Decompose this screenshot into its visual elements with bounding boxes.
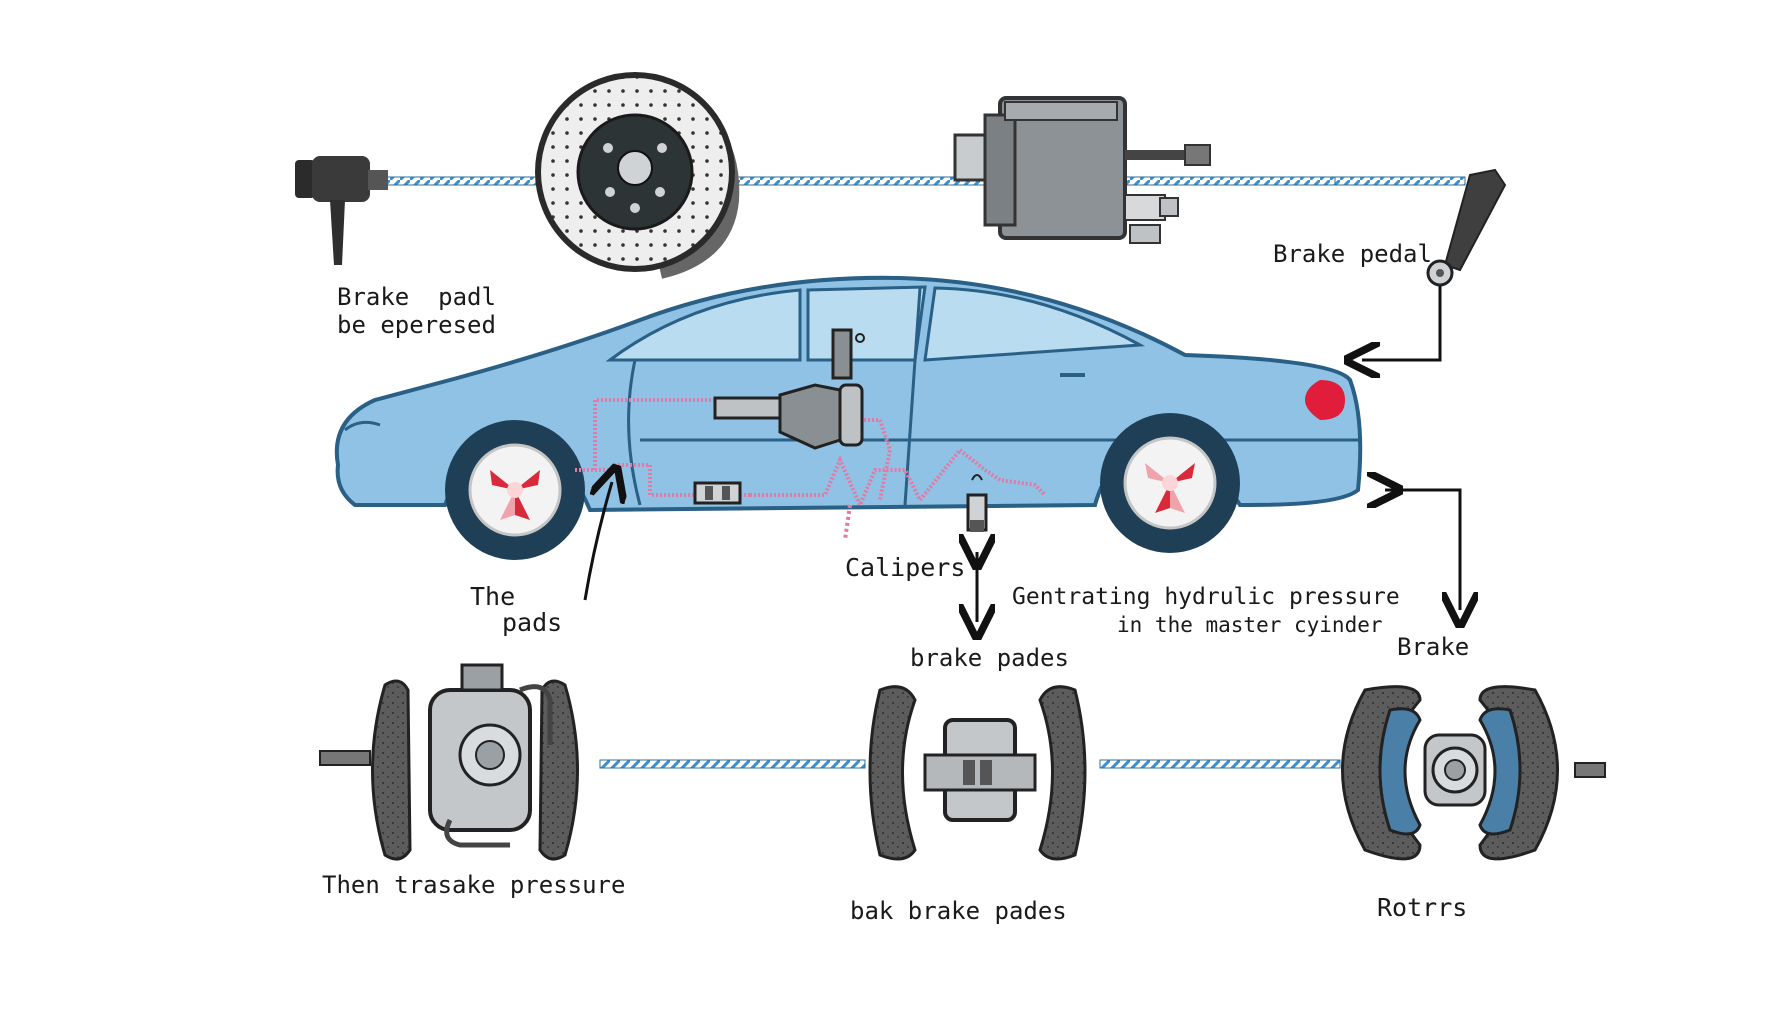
front-wheel-icon <box>445 420 585 560</box>
label-be-eperesed: be eperesed <box>337 311 496 339</box>
brake-pads-icon <box>868 685 1087 861</box>
label-then-pressure: Then trasake pressure <box>322 871 626 899</box>
valve-icon <box>966 474 988 532</box>
bottom-brake-cable <box>599 759 1341 769</box>
label-bak-brake-pades: bak brake pades <box>850 897 1067 925</box>
drum-brake-icon <box>1341 685 1606 861</box>
lever-icon <box>295 156 388 265</box>
label-brake-pades: brake pades <box>910 644 1069 672</box>
label-pads: pads <box>502 608 563 637</box>
pedal-to-car-arrow <box>1362 286 1442 360</box>
small-fitting-icon <box>693 481 742 505</box>
label-brake: Brake <box>1397 633 1470 661</box>
caliper-with-pads-icon <box>319 663 579 861</box>
label-calipers: Calipers <box>845 553 966 582</box>
label-hydraulic-pressure: Gentrating hydrulic pressure <box>1012 584 1400 610</box>
label-brake-padl: Brake padl <box>337 283 496 311</box>
label-master-cylinder: in the master cyinder <box>1117 613 1383 637</box>
brake-pedal-icon <box>1426 168 1507 287</box>
label-the: The <box>470 582 516 611</box>
label-brake-pedal: Brake pedal <box>1273 240 1432 268</box>
caliper-icon <box>713 328 865 450</box>
pads-pointer-arrow <box>583 482 612 601</box>
rear-wheel-icon <box>1100 413 1240 553</box>
master-cylinder-icon <box>953 96 1211 244</box>
brake-rotor-icon <box>535 72 740 279</box>
label-rotors: Rotrrs <box>1377 893 1468 922</box>
rear-brake-arrow <box>1385 490 1460 610</box>
